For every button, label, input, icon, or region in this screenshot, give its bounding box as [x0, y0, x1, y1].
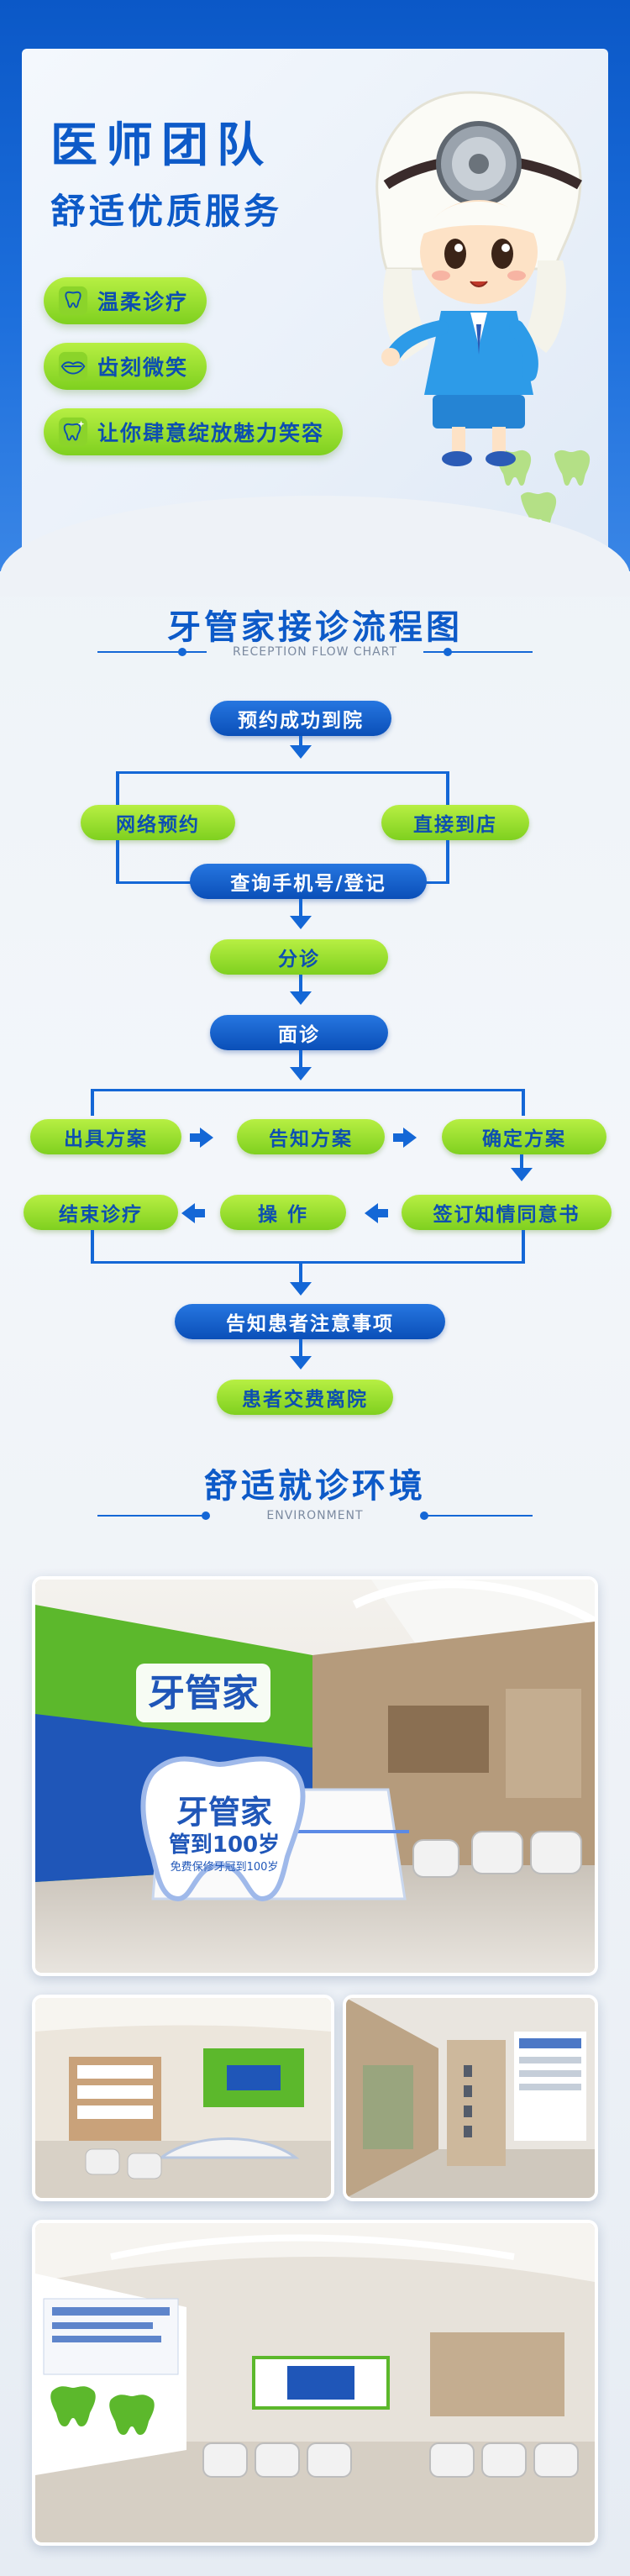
flow-arrow-left-icon	[181, 1203, 195, 1223]
flow-connector	[299, 899, 302, 917]
flow-node-operate: 操 作	[220, 1195, 346, 1230]
flow-section-subtitle: RECEPTION FLOW CHART	[232, 645, 398, 659]
treatment-room-image	[35, 1998, 331, 2198]
flow-arrow-down-icon	[290, 1356, 312, 1369]
desk-tagline-text: 免费保修牙冠到100岁	[171, 1861, 279, 1874]
lobby-scene-image	[35, 2223, 595, 2542]
feature-pill-gentle: 温柔诊疗	[44, 277, 207, 324]
photo-lobby	[32, 2220, 598, 2546]
flow-node-inform-plan: 告知方案	[237, 1119, 385, 1154]
flow-connector	[190, 1133, 202, 1142]
flow-connector	[446, 771, 449, 805]
flow-connector	[91, 1230, 94, 1264]
flow-node-consult: 面诊	[210, 1015, 388, 1050]
flow-node-checkout: 患者交费离院	[217, 1380, 393, 1415]
flow-connector	[91, 1089, 94, 1116]
desk-brand-text: 牙管家	[176, 1794, 272, 1831]
flow-connector	[116, 771, 449, 774]
desk-slogan-text: 管到100岁	[169, 1832, 280, 1858]
flow-arrow-down-icon	[290, 1282, 312, 1296]
tooth-mascot-doctor-icon	[375, 91, 582, 466]
flow-node-walk-in: 直接到店	[381, 805, 529, 840]
flow-connector	[299, 1339, 302, 1358]
flow-node-notice: 告知患者注意事项	[175, 1304, 445, 1339]
feature-label: 齿刻微笑	[97, 355, 189, 380]
title-decor-dot	[444, 648, 452, 656]
feature-label: 让你肆意绽放魅力笑容	[97, 421, 325, 445]
photo-reception: 牙管家 牙管家 管到100岁 免费保修牙冠到100岁	[32, 1576, 598, 1976]
flow-connector	[116, 840, 119, 884]
flow-node-sign-consent: 签订知情同意书	[402, 1195, 612, 1230]
flow-node-booking-success: 预约成功到院	[210, 701, 391, 736]
tooth-hand-icon	[58, 286, 88, 316]
flow-node-triage: 分诊	[210, 939, 388, 975]
flow-arrow-down-icon	[290, 916, 312, 929]
flow-connector	[376, 1209, 388, 1217]
flow-arrow-left-icon	[365, 1203, 378, 1223]
flow-connector	[91, 1261, 524, 1264]
flow-arrow-down-icon	[290, 745, 312, 759]
flow-connector	[393, 1133, 405, 1142]
feature-pill-smile: 齿刻微笑	[44, 343, 207, 390]
flow-connector	[299, 736, 302, 746]
flow-connector	[299, 1050, 302, 1069]
title-decor-dot	[420, 1511, 428, 1520]
flow-arrow-down-icon	[290, 1067, 312, 1080]
hero-subtitle: 舒适优质服务	[50, 191, 283, 232]
title-decor-dot	[178, 648, 186, 656]
flow-node-register: 查询手机号/登记	[190, 864, 427, 899]
flow-connector	[522, 1230, 525, 1264]
feature-label: 温柔诊疗	[97, 290, 189, 314]
flow-connector	[520, 1154, 523, 1170]
photo-hallway	[343, 1995, 598, 2201]
flow-arrow-right-icon	[200, 1128, 213, 1148]
flow-connector	[91, 1089, 524, 1091]
flow-section-title: 牙管家接诊流程图	[167, 608, 463, 647]
flow-connector	[299, 975, 302, 993]
flow-arrow-down-icon	[511, 1168, 533, 1181]
flow-connector	[193, 1209, 205, 1217]
flow-arrow-down-icon	[290, 991, 312, 1005]
brand-wall-text: 牙管家	[148, 1672, 259, 1715]
title-decor-line	[423, 651, 533, 653]
flow-connector	[116, 771, 119, 805]
flow-node-confirm-plan: 确定方案	[442, 1119, 606, 1154]
title-decor-line	[423, 1515, 533, 1517]
env-section-subtitle: ENVIRONMENT	[266, 1509, 364, 1522]
hallway-image	[346, 1998, 595, 2198]
smile-lips-icon	[58, 351, 88, 381]
title-decor-line	[97, 1515, 207, 1517]
flow-node-end-treatment: 结束诊疗	[24, 1195, 178, 1230]
reception-scene-image: 牙管家 牙管家 管到100岁 免费保修牙冠到100岁	[35, 1580, 595, 1973]
photo-treatment-room	[32, 1995, 334, 2201]
flow-connector	[522, 1089, 525, 1116]
feature-pill-confidence: 让你肆意绽放魅力笑容	[44, 408, 344, 455]
env-section-title: 舒适就诊环境	[204, 1467, 426, 1506]
flow-node-issue-plan: 出具方案	[30, 1119, 181, 1154]
flow-connector	[446, 840, 449, 884]
hero-title: 医师团队	[50, 118, 272, 173]
title-decor-line	[97, 651, 207, 653]
title-decor-dot	[202, 1511, 210, 1520]
flow-arrow-right-icon	[403, 1128, 417, 1148]
flow-connector	[299, 1264, 302, 1284]
flow-node-online-booking: 网络预约	[81, 805, 235, 840]
tooth-sparkle-icon	[58, 417, 88, 447]
